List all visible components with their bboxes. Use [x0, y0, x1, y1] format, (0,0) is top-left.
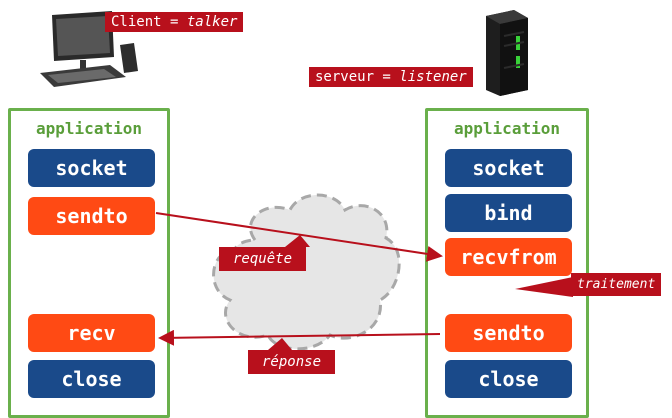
server-role-prefix: serveur =: [315, 69, 400, 85]
server-icon: [486, 10, 528, 96]
server-panel-title: application: [454, 119, 560, 138]
server-role-tag: serveur = listener: [309, 67, 473, 87]
response-arrow: [158, 329, 441, 346]
client-role-tag: Client = talker: [105, 12, 244, 32]
client-recv-step: recv: [28, 314, 155, 352]
client-socket-step: socket: [28, 149, 155, 187]
client-close-step: close: [28, 360, 155, 398]
response-pointer: [268, 338, 292, 350]
client-role-prefix: Client =: [111, 14, 187, 30]
server-bind-step: bind: [445, 194, 572, 232]
client-panel-title: application: [36, 119, 142, 138]
server-sendto-step: sendto: [445, 314, 572, 352]
server-socket-step: socket: [445, 149, 572, 187]
server-role-name: listener: [399, 69, 467, 85]
request-label: requête: [219, 247, 307, 271]
server-application-panel: application socket bind recvfrom sendto …: [425, 108, 589, 418]
server-recvfrom-step: recvfrom: [445, 238, 572, 276]
computer-icon: [40, 11, 138, 87]
request-pointer: [285, 235, 310, 247]
processing-label: traitement: [571, 273, 662, 296]
client-sendto-step: sendto: [28, 197, 155, 235]
response-label: réponse: [248, 350, 336, 374]
client-role-name: talker: [186, 14, 238, 30]
client-application-panel: application socket sendto recv close: [8, 108, 170, 418]
server-close-step: close: [445, 360, 572, 398]
